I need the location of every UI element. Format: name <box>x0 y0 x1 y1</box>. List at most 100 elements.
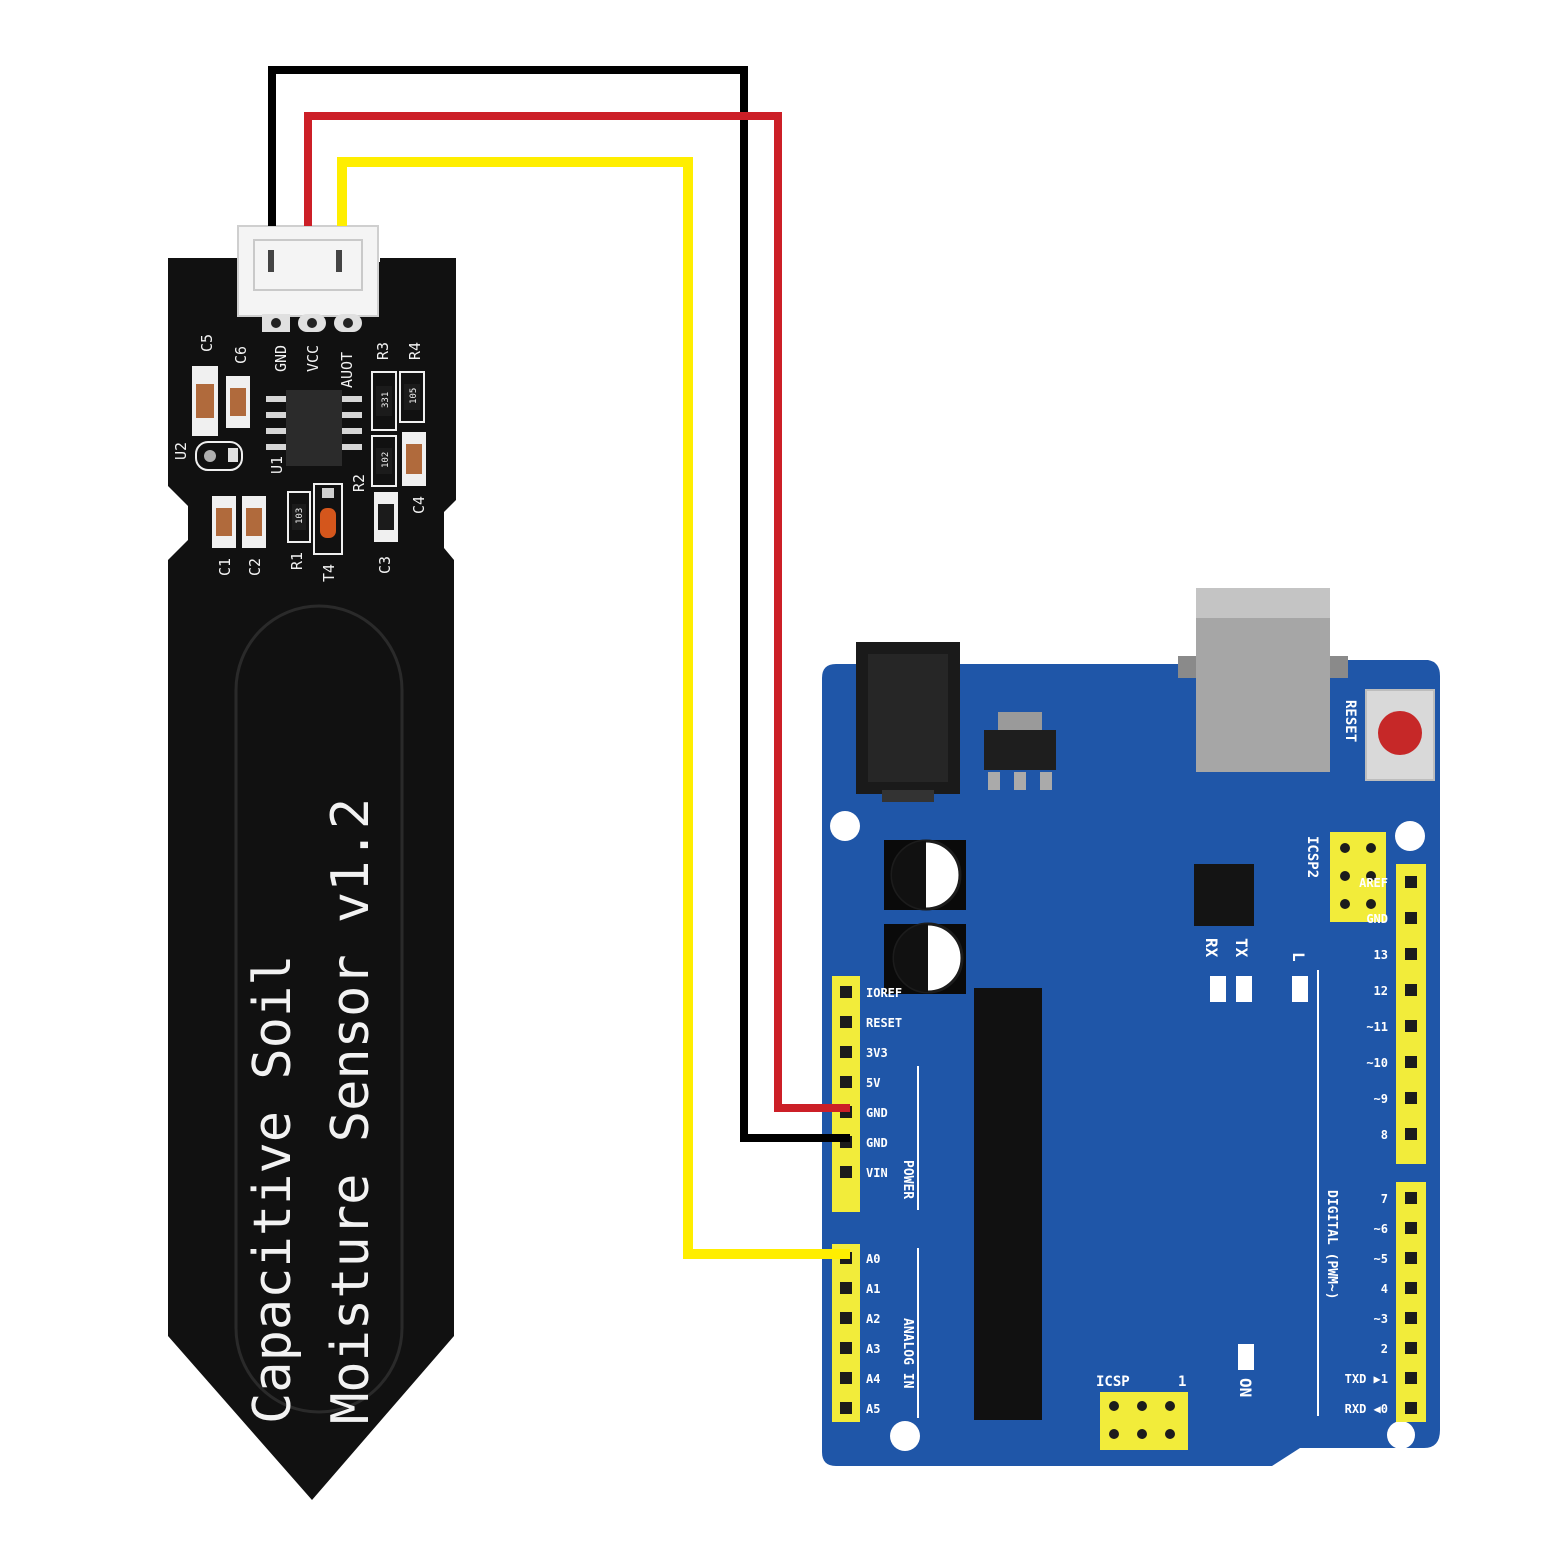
smd-capacitor-c5 <box>192 366 218 436</box>
header-pin <box>840 1076 852 1088</box>
chip-icon <box>266 390 362 466</box>
header-pin <box>840 1312 852 1324</box>
pin-label: GND <box>866 1106 888 1120</box>
label-c4: C4 <box>410 496 428 514</box>
label-r4: R4 <box>406 342 424 360</box>
pin-label: 13 <box>1374 948 1388 962</box>
analog-label: ANALOG IN <box>900 1318 915 1389</box>
reset-label: RESET <box>1342 700 1358 742</box>
icsp-pins <box>1109 1401 1175 1439</box>
label-c5: C5 <box>198 334 216 352</box>
l-led <box>1292 976 1308 1002</box>
power-label: POWER <box>900 1160 915 1199</box>
pin-label: 7 <box>1381 1192 1388 1206</box>
voltage-regulator-icon <box>984 712 1056 790</box>
on-led <box>1238 1344 1254 1370</box>
digital-header-lower <box>1396 1182 1426 1422</box>
arduino-board: RESET TX RX L ON ICSP2 <box>822 588 1440 1466</box>
header-pin <box>840 1402 852 1414</box>
smd-resistor-r4: 105 <box>399 371 425 423</box>
header-pin <box>1405 948 1417 960</box>
analog-header <box>832 1244 860 1422</box>
pin-label-gnd: GND <box>272 345 290 372</box>
pin-label: 4 <box>1381 1282 1388 1296</box>
mount-hole <box>830 811 860 841</box>
label-r2: R2 <box>350 474 368 492</box>
digital-header-upper <box>1396 864 1426 1164</box>
icsp2-label: ICSP2 <box>1304 836 1320 878</box>
u2-outline <box>195 441 243 471</box>
header-pin <box>1405 1402 1417 1414</box>
mount-hole <box>1395 821 1425 851</box>
header-pin <box>840 1166 852 1178</box>
pin-label: VIN <box>866 1166 888 1180</box>
header-pin <box>1405 912 1417 924</box>
pin-label: ~9 <box>1374 1092 1388 1106</box>
wire-signal <box>337 157 850 1259</box>
pin-label-vcc: VCC <box>304 345 322 372</box>
mount-hole <box>1387 1421 1415 1449</box>
icsp-pin1-label: 1 <box>1178 1374 1186 1390</box>
wires <box>268 66 850 1259</box>
header-pin <box>1405 1192 1417 1204</box>
header-pin <box>840 1046 852 1058</box>
header-pin <box>840 1372 852 1384</box>
usb-chip-icon <box>1194 864 1254 926</box>
l-label: L <box>1289 952 1308 962</box>
label-u2: U2 <box>172 442 190 460</box>
pin-label: 8 <box>1381 1128 1388 1142</box>
wire-gnd <box>268 66 850 1142</box>
pin-label: ~10 <box>1366 1056 1388 1070</box>
digital-lower-pins <box>1405 1192 1417 1414</box>
header-pin <box>1405 1056 1417 1068</box>
pin-label: ~6 <box>1374 1222 1388 1236</box>
icsp-label: ICSP <box>1096 1374 1130 1390</box>
header-pin <box>1405 1128 1417 1140</box>
pin-label: A5 <box>866 1402 880 1416</box>
smd-resistor-r1: 103 <box>287 491 311 543</box>
label-c1: C1 <box>216 558 234 576</box>
pin-label-auot: AUOT <box>338 352 356 388</box>
capacitor-icon <box>884 922 966 994</box>
smd-capacitor-c3 <box>374 492 398 542</box>
sensor-pin-pads <box>262 314 362 332</box>
sensor-pcb <box>168 258 456 1500</box>
header-pin <box>1405 1282 1417 1294</box>
r3-code: 331 <box>381 392 391 408</box>
on-label: ON <box>1236 1378 1255 1397</box>
pin-label: 3V3 <box>866 1046 888 1060</box>
rx-led <box>1210 976 1226 1002</box>
label-r1: R1 <box>288 552 306 570</box>
pin-label: 5V <box>866 1076 880 1090</box>
smd-resistor-r2: 102 <box>371 435 397 487</box>
transistor-t4 <box>313 483 343 555</box>
pin-label: ~3 <box>1374 1312 1388 1326</box>
label-r3: R3 <box>374 342 392 360</box>
label-u1: U1 <box>268 456 286 474</box>
sensor-title-line2: Moisture Sensor v1.2 <box>321 798 381 1424</box>
label-c6: C6 <box>232 346 250 364</box>
icsp-header <box>1100 1392 1188 1450</box>
pin-label: A3 <box>866 1342 880 1356</box>
label-c3: C3 <box>376 556 394 574</box>
dc-jack-icon <box>856 642 960 802</box>
pin-label: A4 <box>866 1372 880 1386</box>
pin-label: RESET <box>866 1016 902 1030</box>
pin-label: A1 <box>866 1282 880 1296</box>
label-t4: T4 <box>320 564 338 582</box>
pin-label: GND <box>1366 912 1388 926</box>
smd-capacitor-c2 <box>242 496 266 548</box>
usb-b-port-icon <box>1178 588 1348 772</box>
pin-label: A0 <box>866 1252 880 1266</box>
rx-label: RX <box>1202 938 1221 958</box>
tx-label: TX <box>1232 938 1251 958</box>
wire-vcc <box>304 112 850 1112</box>
pin-label: 2 <box>1381 1342 1388 1356</box>
smd-capacitor-c1 <box>212 496 236 548</box>
header-pin <box>1405 1372 1417 1384</box>
pin-label: TXD ▶1 <box>1345 1372 1388 1386</box>
pin-label: ~11 <box>1366 1020 1388 1034</box>
